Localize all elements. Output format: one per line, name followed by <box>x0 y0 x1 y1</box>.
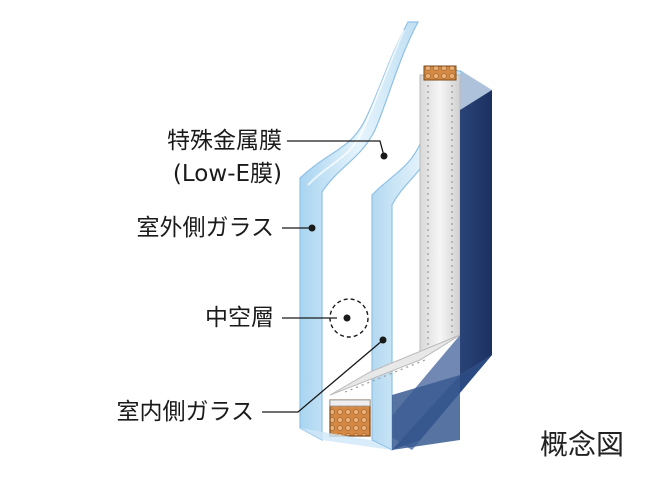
glass-bottom-edge <box>300 428 392 450</box>
desiccant-top <box>423 65 457 81</box>
frame-body <box>392 90 492 450</box>
spacer-frame <box>329 74 461 396</box>
desiccant-bottom <box>329 399 371 437</box>
air-layer-marker <box>329 298 369 338</box>
label-lowe-film-line1: 特殊金属膜 <box>167 128 282 154</box>
label-air-layer: 中空層 <box>205 305 274 331</box>
label-indoor-glass: 室内側ガラス <box>116 399 254 425</box>
label-outdoor-glass: 室外側ガラス <box>136 215 274 241</box>
leader-lines <box>262 140 385 413</box>
leader-dots <box>308 152 388 344</box>
label-lowe-film-line2: (Low-E膜) <box>172 161 282 187</box>
indoor-glass-pane <box>371 67 463 451</box>
caption-concept-diagram: 概念図 <box>540 428 625 461</box>
outdoor-glass-pane <box>299 21 419 442</box>
